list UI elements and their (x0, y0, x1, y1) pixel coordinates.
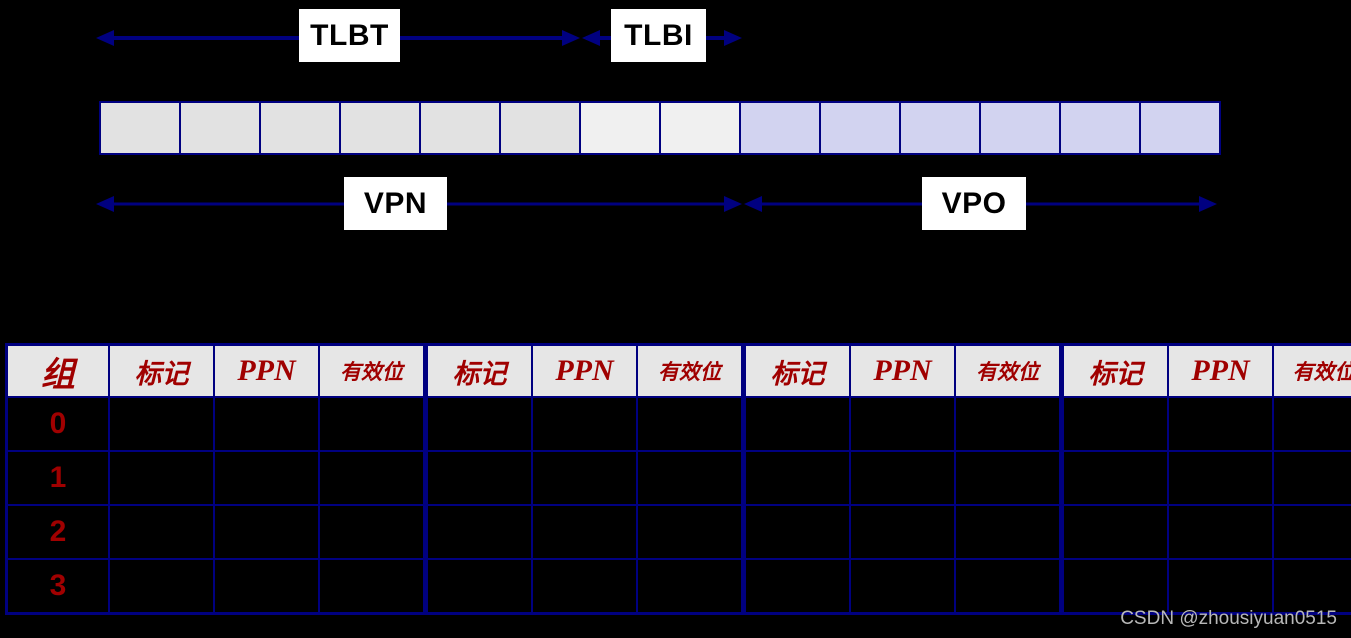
valid-cell[interactable] (636, 504, 745, 560)
ppn-cell[interactable] (213, 558, 320, 615)
tag-cell[interactable] (1059, 396, 1169, 452)
valid-cell[interactable] (1272, 450, 1351, 506)
valid-cell[interactable] (636, 450, 745, 506)
column-header-tag-way3: 标记 (1059, 343, 1169, 398)
table-header-row: 组 标记 PPN 有效位 标记 PPN 有效位 标记 PPN 有效位 标记 PP… (5, 343, 1351, 398)
tag-cell[interactable] (741, 504, 851, 560)
valid-cell[interactable] (318, 396, 427, 452)
column-header-tag-way1: 标记 (423, 343, 533, 398)
ppn-cell[interactable] (1167, 396, 1274, 452)
tlbt-tlbi-arrow-row: TLBT TLBI (0, 9, 1351, 66)
bit-box (1141, 103, 1219, 153)
column-header-valid-way1: 有效位 (636, 343, 745, 398)
ppn-cell[interactable] (213, 396, 320, 452)
bit-box (341, 103, 421, 153)
column-header-valid-way3: 有效位 (1272, 343, 1351, 398)
ppn-cell[interactable] (1167, 504, 1274, 560)
valid-cell[interactable] (318, 558, 427, 615)
ppn-cell[interactable] (849, 396, 956, 452)
ppn-cell[interactable] (531, 558, 638, 615)
valid-cell[interactable] (318, 450, 427, 506)
tag-cell[interactable] (741, 396, 851, 452)
tag-cell[interactable] (423, 558, 533, 615)
valid-cell[interactable] (1272, 504, 1351, 560)
valid-cell[interactable] (954, 558, 1063, 615)
column-header-set: 组 (5, 343, 110, 398)
field-label-tlbi: TLBI (611, 9, 706, 62)
valid-cell[interactable] (954, 450, 1063, 506)
column-header-valid-way0: 有效位 (318, 343, 427, 398)
column-header-tag-way2: 标记 (741, 343, 851, 398)
field-label-vpn: VPN (344, 177, 447, 230)
ppn-cell[interactable] (1167, 450, 1274, 506)
vpn-vpo-arrow-graphics (96, 196, 1217, 212)
tag-cell[interactable] (108, 450, 215, 506)
ppn-cell[interactable] (1167, 558, 1274, 615)
column-header-tag-way0: 标记 (108, 343, 215, 398)
ppn-cell[interactable] (531, 504, 638, 560)
ppn-cell[interactable] (849, 450, 956, 506)
column-header-valid-way2: 有效位 (954, 343, 1063, 398)
ppn-cell[interactable] (849, 504, 956, 560)
tag-cell[interactable] (423, 504, 533, 560)
tag-cell[interactable] (423, 450, 533, 506)
vpn-vpo-arrow-row: VPN VPO (0, 177, 1351, 237)
valid-cell[interactable] (1272, 558, 1351, 615)
valid-cell[interactable] (636, 558, 745, 615)
column-header-ppn-way1: PPN (531, 343, 638, 398)
address-bit-boxes (99, 101, 1221, 155)
field-label-vpo: VPO (922, 177, 1026, 230)
ppn-cell[interactable] (213, 504, 320, 560)
table-row: 1 (5, 450, 1351, 506)
ppn-cell[interactable] (849, 558, 956, 615)
tag-cell[interactable] (108, 396, 215, 452)
ppn-cell[interactable] (213, 450, 320, 506)
table-row: 2 (5, 504, 1351, 560)
field-label-tlbt: TLBT (299, 9, 400, 62)
set-index-cell: 3 (5, 558, 110, 615)
tag-cell[interactable] (108, 504, 215, 560)
tag-cell[interactable] (423, 396, 533, 452)
bit-box (1061, 103, 1141, 153)
valid-cell[interactable] (636, 396, 745, 452)
tag-cell[interactable] (1059, 450, 1169, 506)
tag-cell[interactable] (108, 558, 215, 615)
bit-box (981, 103, 1061, 153)
bit-box (581, 103, 661, 153)
bit-box (261, 103, 341, 153)
valid-cell[interactable] (954, 504, 1063, 560)
set-index-cell: 1 (5, 450, 110, 506)
ppn-cell[interactable] (531, 450, 638, 506)
tlb-table-header: 组 标记 PPN 有效位 标记 PPN 有效位 标记 PPN 有效位 标记 PP… (5, 343, 1351, 398)
set-index-cell: 2 (5, 504, 110, 560)
table-row: 0 (5, 396, 1351, 452)
bit-box (661, 103, 741, 153)
tag-cell[interactable] (741, 450, 851, 506)
bit-box (101, 103, 181, 153)
ppn-cell[interactable] (531, 396, 638, 452)
tlb-table-body: 0 1 (5, 396, 1351, 615)
column-header-ppn-way3: PPN (1167, 343, 1274, 398)
valid-cell[interactable] (318, 504, 427, 560)
column-header-ppn-way2: PPN (849, 343, 956, 398)
tlb-table: 组 标记 PPN 有效位 标记 PPN 有效位 标记 PPN 有效位 标记 PP… (5, 343, 1351, 615)
set-index-cell: 0 (5, 396, 110, 452)
tag-cell[interactable] (741, 558, 851, 615)
bit-box (421, 103, 501, 153)
tag-cell[interactable] (1059, 558, 1169, 615)
watermark-text: CSDN @zhousiyuan0515 (1120, 608, 1337, 629)
column-header-ppn-way0: PPN (213, 343, 320, 398)
bit-box (821, 103, 901, 153)
valid-cell[interactable] (954, 396, 1063, 452)
table-row: 3 (5, 558, 1351, 615)
bit-box (501, 103, 581, 153)
bit-box (181, 103, 261, 153)
address-field-diagram: TLBT TLBI VPN VPO (0, 0, 1351, 260)
valid-cell[interactable] (1272, 396, 1351, 452)
tag-cell[interactable] (1059, 504, 1169, 560)
bit-box (901, 103, 981, 153)
bit-box (741, 103, 821, 153)
